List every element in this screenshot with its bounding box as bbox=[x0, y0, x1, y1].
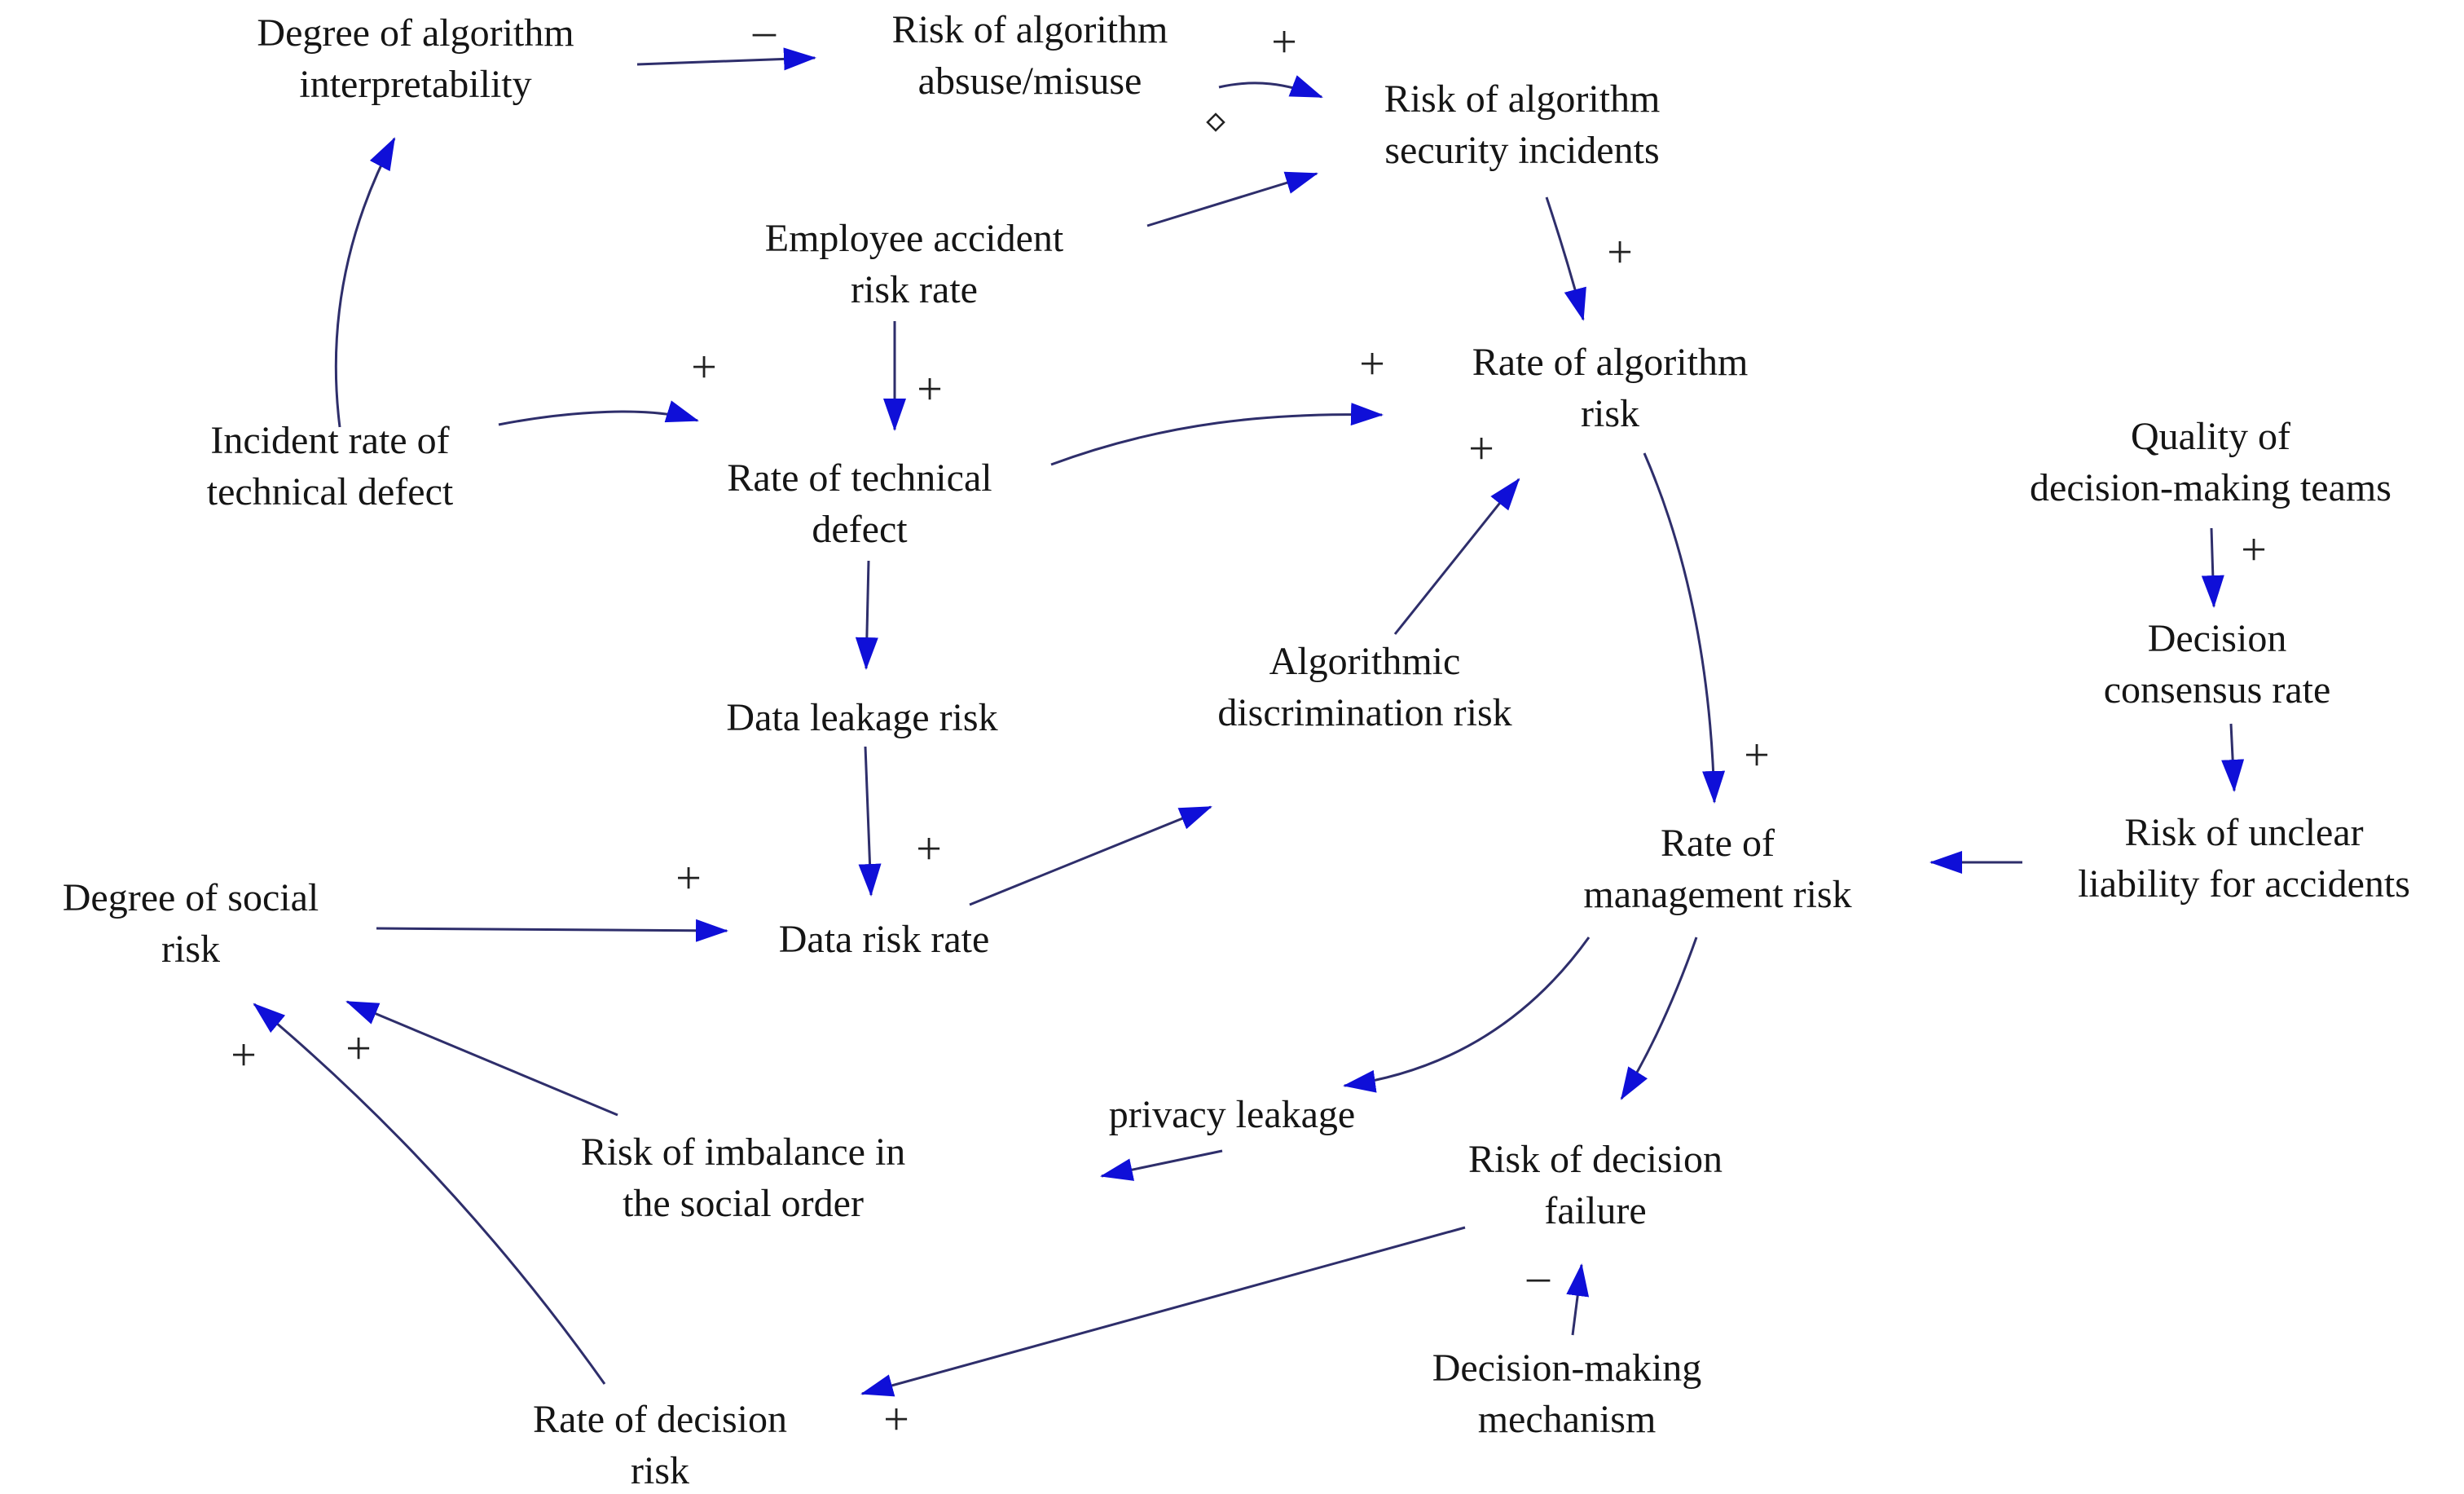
node-data-leakage-risk: Data leakage risk bbox=[726, 696, 997, 739]
edge-degree-of-social-risk--data-risk-rate bbox=[376, 919, 728, 942]
polarity-sign-risk-of-decision-failure--rate-of-decision-risk: + bbox=[883, 1395, 909, 1445]
edge-rate-of-decision-risk--degree-of-social-risk bbox=[253, 1003, 606, 1385]
edge-decision-consensus-rate--risk-of-unclear-liability-for-accidents bbox=[2221, 723, 2245, 792]
edge-rate-of-algorithm-risk--rate-of-management-risk bbox=[1643, 452, 1726, 804]
polarity-sign-degree-of-social-risk--data-risk-rate: + bbox=[675, 853, 702, 904]
edge-incident-rate-of-technical-defect--degree-of-algorithm-interpretability bbox=[334, 137, 396, 428]
edge-rate-of-management-risk--privacy-leakage bbox=[1343, 937, 1591, 1093]
polarity-sign-risk-of-algorithm-abuse-misuse--risk-of-algorithm-security-incidents: + bbox=[1271, 17, 1297, 68]
polarity-sign-rate-of-algorithm-risk--rate-of-management-risk: + bbox=[1744, 730, 1770, 781]
node-data-risk-rate: Data risk rate bbox=[779, 918, 990, 961]
edge-data-risk-rate--algorithmic-discrimination-risk bbox=[969, 805, 1212, 906]
edge-rate-of-technical-defect--data-leakage-risk bbox=[855, 560, 878, 670]
polarity-sign-rate-of-decision-risk--degree-of-social-risk: + bbox=[231, 1030, 257, 1081]
polarity-sign-incident-rate-of-technical-defect--rate-of-technical-defect: + bbox=[691, 342, 717, 393]
node-privacy-leakage: privacy leakage bbox=[1109, 1093, 1355, 1136]
edge-privacy-leakage--risk-of-imbalance-in-the-social-order bbox=[1100, 1149, 1223, 1181]
edge-employee-accident-risk-rate--risk-of-algorithm-security-incidents bbox=[1146, 171, 1318, 227]
edge-risk-of-algorithm-abuse-misuse--risk-of-algorithm-security-incidents bbox=[1218, 75, 1323, 99]
edge-risk-of-algorithm-security-incidents--rate-of-algorithm-risk bbox=[1545, 196, 1586, 321]
edge-decision-making-mechanism--risk-of-decision-failure bbox=[1566, 1263, 1590, 1336]
polarity-sign-rate-of-technical-defect--rate-of-algorithm-risk: + bbox=[1359, 339, 1385, 390]
edge-algorithmic-discrimination-risk--rate-of-algorithm-risk bbox=[1393, 478, 1520, 635]
edge-incident-rate-of-technical-defect--rate-of-technical-defect bbox=[498, 400, 699, 426]
edge-data-leakage-risk--data-risk-rate bbox=[858, 746, 882, 897]
diamond-marker-icon bbox=[1206, 112, 1225, 132]
polarity-sign-quality-of-decision-making-teams--decision-consensus-rate: + bbox=[2241, 525, 2267, 575]
edge-rate-of-technical-defect--rate-of-algorithm-risk bbox=[1050, 403, 1384, 466]
edge-quality-of-decision-making-teams--decision-consensus-rate bbox=[2201, 527, 2224, 608]
polarity-sign-degree-of-algorithm-interpretability--risk-of-algorithm-abuse-misuse: – bbox=[752, 6, 777, 56]
edge-risk-of-decision-failure--rate-of-decision-risk bbox=[860, 1226, 1466, 1397]
polarity-sign-risk-of-imbalance-in-the-social-order--degree-of-social-risk: + bbox=[345, 1024, 372, 1074]
edge-rate-of-management-risk--risk-of-decision-failure bbox=[1620, 937, 1698, 1100]
edge-degree-of-algorithm-interpretability--risk-of-algorithm-abuse-misuse bbox=[636, 47, 816, 71]
polarity-sign-data-leakage-risk--data-risk-rate: + bbox=[916, 824, 942, 875]
edge-risk-of-imbalance-in-the-social-order--degree-of-social-risk bbox=[345, 1000, 618, 1117]
polarity-sign-decision-making-mechanism--risk-of-decision-failure: – bbox=[1526, 1251, 1551, 1302]
polarity-sign-employee-accident-risk-rate--rate-of-technical-defect: + bbox=[917, 364, 943, 415]
polarity-sign-risk-of-algorithm-security-incidents--rate-of-algorithm-risk: + bbox=[1607, 227, 1633, 278]
polarity-sign-algorithmic-discrimination-risk--rate-of-algorithm-risk: + bbox=[1468, 424, 1494, 474]
